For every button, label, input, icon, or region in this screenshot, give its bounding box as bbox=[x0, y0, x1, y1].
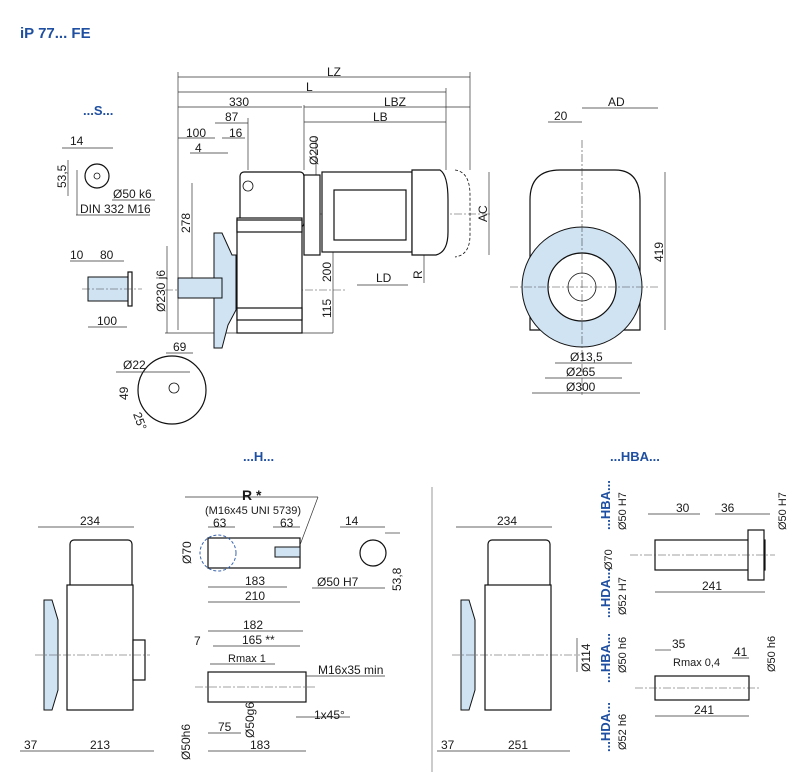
side-dim-ad: AD bbox=[608, 95, 625, 109]
dim-lbz: LBZ bbox=[384, 95, 406, 109]
section-label-s: ...S... bbox=[83, 103, 113, 118]
hba-right-dia50-h6: Ø50 h6 bbox=[766, 636, 778, 672]
h-dim-63-left: 63 bbox=[213, 516, 227, 530]
h-dim-63-right: 63 bbox=[280, 516, 294, 530]
hba-dim-241: 241 bbox=[702, 579, 722, 593]
h-dim-dia70: Ø70 bbox=[180, 541, 194, 564]
section-label-h: ...H... bbox=[243, 449, 274, 464]
dim-87: 87 bbox=[225, 110, 239, 124]
side-dim-dia13-5: Ø13,5 bbox=[570, 350, 603, 364]
dim-278: 278 bbox=[179, 213, 193, 233]
dim-200: 200 bbox=[320, 262, 334, 282]
side-dim-419: 419 bbox=[652, 242, 666, 262]
dim-dia230: Ø230 j6 bbox=[154, 270, 168, 312]
flange-dim-dia22: Ø22 bbox=[123, 358, 146, 372]
s-din-332-m16: DIN 332 M16 bbox=[80, 202, 151, 216]
h-dim-182: 182 bbox=[243, 618, 263, 632]
h-chamfer: 1x45° bbox=[314, 708, 345, 722]
dim-lz: LZ bbox=[327, 65, 341, 79]
dim-100: 100 bbox=[186, 126, 206, 140]
hba-dim-dia70: Ø70 bbox=[603, 549, 615, 570]
hba-dim-37: 37 bbox=[441, 738, 455, 752]
hba-shaft-drawing bbox=[630, 513, 775, 717]
dim-ld: LD bbox=[376, 271, 392, 285]
hda-label-top: ...HDA... bbox=[598, 568, 613, 618]
hba-gearbox-drawing bbox=[437, 526, 580, 752]
flange-dim-angle: 25° bbox=[130, 410, 149, 432]
h-dim-37: 37 bbox=[24, 738, 38, 752]
side-dim-dia300: Ø300 bbox=[566, 380, 596, 394]
hba-dim-35: 35 bbox=[672, 637, 686, 651]
hba-label-top: ...HBA... bbox=[598, 480, 613, 530]
gearmotor-end-view bbox=[510, 107, 666, 395]
hba-dia50-h7: Ø50 H7 bbox=[617, 492, 629, 530]
dim-dia200: Ø200 bbox=[307, 135, 321, 165]
s-dim-53-5: 53,5 bbox=[55, 164, 69, 188]
dim-115: 115 bbox=[320, 299, 334, 318]
page-title: iP 77... FE bbox=[20, 25, 91, 42]
h-hollow-shaft-drawing bbox=[185, 496, 400, 752]
dim-4: 4 bbox=[195, 141, 202, 155]
s-dim-80: 80 bbox=[100, 248, 114, 262]
hba-dim-251: 251 bbox=[508, 738, 528, 752]
flange-dim-69: 69 bbox=[173, 340, 187, 354]
h-dim-165: 165 ** bbox=[242, 633, 275, 647]
hba-dim-41: 41 bbox=[734, 645, 748, 659]
s-dim-10: 10 bbox=[70, 248, 84, 262]
hba-dim-36: 36 bbox=[721, 501, 735, 515]
h-dim-14: 14 bbox=[345, 514, 359, 528]
dim-lb: LB bbox=[373, 110, 388, 124]
dim-r: R bbox=[411, 270, 425, 279]
h-dim-234: 234 bbox=[80, 514, 100, 528]
h-dim-75: 75 bbox=[218, 720, 232, 734]
section-label-hba: ...HBA... bbox=[610, 449, 660, 464]
h-dim-53-8: 53,8 bbox=[390, 567, 404, 591]
hba-dim-234: 234 bbox=[497, 514, 517, 528]
h-screw-spec: (M16x45 UNI 5739) bbox=[205, 505, 301, 517]
h-gearbox-drawing bbox=[20, 526, 154, 752]
h-dim-213: 213 bbox=[90, 738, 110, 752]
hda-label-bottom: ...HDA... bbox=[598, 702, 613, 752]
h-dim-dia50h6: Ø50h6 bbox=[179, 724, 193, 760]
hba-dim-241-bottom: 241 bbox=[694, 703, 714, 717]
h-rmax-1: Rmax 1 bbox=[228, 653, 266, 665]
s-dim-14: 14 bbox=[70, 134, 84, 148]
hba-label-bottom: ...HBA... bbox=[598, 633, 613, 683]
s-dim-100: 100 bbox=[97, 314, 117, 328]
s-dim-dia50-k6: Ø50 k6 bbox=[113, 187, 152, 201]
h-screw-r: R * bbox=[242, 487, 262, 503]
h-dim-183-bottom: 183 bbox=[250, 738, 270, 752]
dim-ac: AC bbox=[476, 205, 490, 222]
hba-dim-dia114: Ø114 bbox=[579, 643, 593, 672]
side-dim-dia265: Ø265 bbox=[566, 365, 596, 379]
side-dim-20: 20 bbox=[554, 109, 568, 123]
h-dim-210: 210 bbox=[245, 589, 265, 603]
flange-dim-49: 49 bbox=[117, 386, 131, 400]
hba-right-dia50-h7: Ø50 H7 bbox=[777, 492, 789, 530]
s-shaft-detail bbox=[62, 147, 155, 328]
h-dim-dia50-h7: Ø50 H7 bbox=[317, 575, 359, 589]
dim-l: L bbox=[306, 80, 313, 94]
hba-dia50-h6: Ø50 h6 bbox=[617, 637, 629, 673]
h-dim-dia50g6: Ø50g6 bbox=[243, 702, 257, 738]
dim-16: 16 bbox=[229, 126, 243, 140]
dim-330: 330 bbox=[229, 95, 249, 109]
h-dim-183: 183 bbox=[245, 574, 265, 588]
hda-dia52-h6: Ø52 h6 bbox=[617, 714, 629, 750]
flange-hole-detail bbox=[116, 352, 207, 425]
h-dim-7: 7 bbox=[194, 634, 201, 648]
gearmotor-side-drawing bbox=[177, 169, 471, 349]
hba-dim-30: 30 bbox=[676, 501, 690, 515]
hda-dia52-h7: Ø52 H7 bbox=[617, 577, 629, 615]
hba-rmax-0-4: Rmax 0,4 bbox=[673, 657, 720, 669]
h-thread-m16x35: M16x35 min bbox=[318, 663, 383, 677]
